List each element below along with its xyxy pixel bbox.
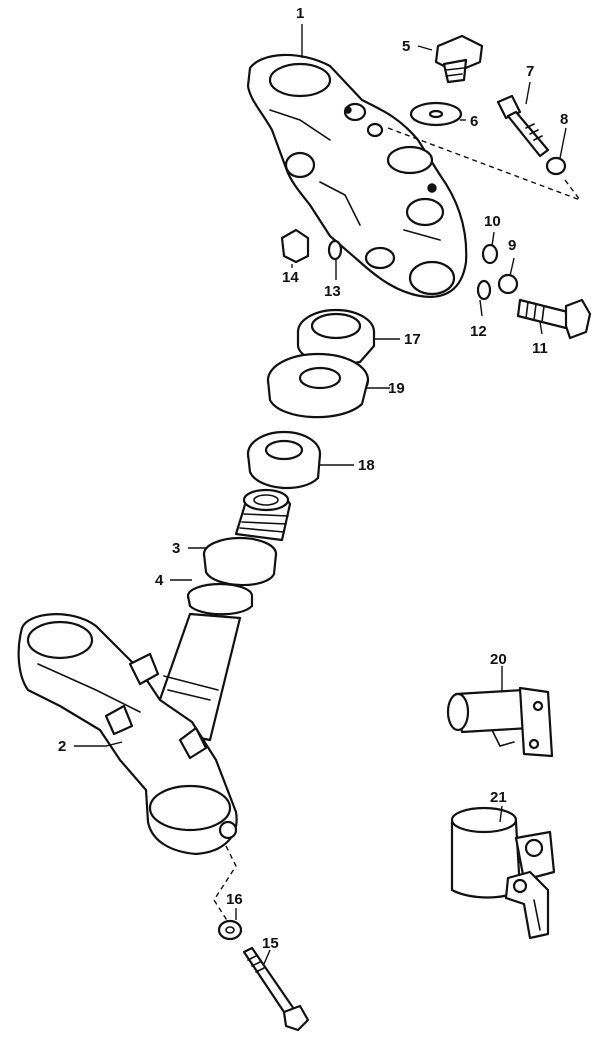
callout-17: 17	[404, 331, 421, 348]
part-11-bolt	[516, 298, 592, 340]
callout-15: 15	[262, 935, 279, 952]
callout-1: 1	[296, 5, 304, 22]
callout-3: 3	[172, 540, 180, 557]
callout-2: 2	[58, 738, 66, 755]
callout-5: 5	[402, 38, 410, 55]
callout-4: 4	[155, 572, 164, 589]
part-3-seal	[202, 536, 278, 587]
leader-lines	[74, 24, 567, 965]
callout-9: 9	[508, 237, 516, 254]
part-7-bolt	[496, 94, 550, 158]
part-8-washer	[545, 156, 567, 176]
callout-8: 8	[560, 111, 568, 128]
fit-line-bolt-15	[213, 845, 237, 923]
part-20-ignition-switch	[446, 686, 554, 758]
callout-20: 20	[490, 651, 507, 668]
callout-labels: 1 2 3 4 5 6 7 8 9 10 11 12 13 14 15 16 1…	[58, 5, 568, 952]
part-16-nut	[217, 919, 243, 941]
part-12-washer	[476, 279, 492, 301]
callout-14: 14	[282, 269, 299, 286]
part-15-long-bolt	[242, 946, 310, 1032]
callout-13: 13	[324, 283, 341, 300]
callout-16: 16	[226, 891, 243, 908]
callout-6: 6	[470, 113, 478, 130]
part-14-cap-nut	[280, 228, 310, 264]
part-18-bearing	[246, 430, 322, 490]
part-1-upper-bracket	[246, 53, 468, 298]
callout-12: 12	[470, 323, 487, 340]
part-6-washer	[409, 101, 463, 127]
part-19-seal	[266, 352, 370, 419]
callout-10: 10	[484, 213, 501, 230]
part-13-washer	[327, 239, 343, 261]
part-9-nut	[497, 273, 519, 295]
steering-stem-shaft	[234, 488, 292, 542]
part-2-lower-bracket	[17, 613, 238, 856]
callout-19: 19	[388, 380, 405, 397]
callout-18: 18	[358, 457, 375, 474]
part-10-washer	[481, 243, 499, 265]
callout-11: 11	[532, 340, 548, 357]
part-5-cap-bolt	[434, 34, 484, 84]
part-21-lock-with-key	[450, 806, 556, 940]
callout-7: 7	[526, 63, 534, 80]
part-4-dust-seal	[186, 582, 254, 616]
callout-21: 21	[490, 789, 507, 806]
